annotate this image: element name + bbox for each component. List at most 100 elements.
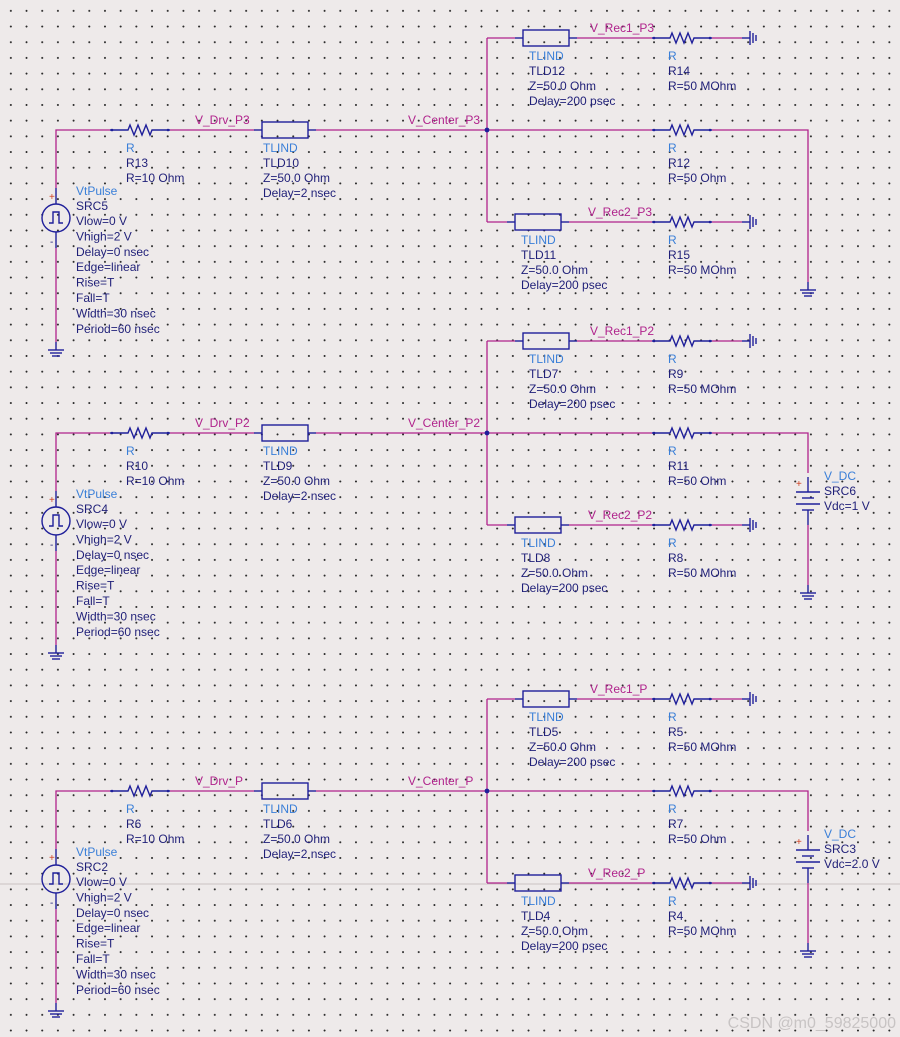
src-type: VtPulse xyxy=(76,184,118,198)
tldrv-param: Z=50.0 Ohm xyxy=(263,474,330,488)
r-rec2-value: R=50 MOhm xyxy=(668,263,736,277)
dc-type: V_DC xyxy=(824,827,856,841)
r-rec1-value: R=50 MOhm xyxy=(668,740,736,754)
net-label-rec1: V_Rec1_P3 xyxy=(590,21,654,35)
net-label-rec1: V_Rec1_P2 xyxy=(590,324,654,338)
tl-rec2-param: Z=50.0 Ohm xyxy=(521,924,588,938)
src-param: Vlow=0 V xyxy=(76,517,127,531)
tldrv-param: Delay=2 nsec xyxy=(263,186,336,200)
r-rec1-value: R=50 MOhm xyxy=(668,79,736,93)
resistor-rec2[interactable] xyxy=(652,215,712,229)
wire-source-to-rdrv[interactable] xyxy=(55,129,110,188)
tl-rec2-type: TLIND xyxy=(521,233,556,247)
ground-icon xyxy=(800,585,816,600)
resistor-rec2[interactable] xyxy=(652,518,712,532)
tline-rec1[interactable] xyxy=(515,29,577,47)
dc-source[interactable]: + xyxy=(796,477,820,525)
r-mid-type: R xyxy=(668,444,677,458)
tline-rec2[interactable] xyxy=(507,213,569,231)
src-param: Fall=T xyxy=(76,594,110,608)
tl-rec1-name: TLD7 xyxy=(529,367,559,381)
net-label-rec2: V_Rec2_P xyxy=(588,866,645,880)
r-rec2-type: R xyxy=(668,536,677,550)
ground-icon xyxy=(742,334,757,348)
tline-drv[interactable] xyxy=(254,424,316,442)
r-mid-type: R xyxy=(668,141,677,155)
r-mid-name: R7 xyxy=(668,817,684,831)
dc-source[interactable]: + xyxy=(796,835,820,883)
tl-rec1-type: TLIND xyxy=(529,710,564,724)
src-param: Rise=T xyxy=(76,937,115,951)
tldrv-param: Delay=2 nsec xyxy=(263,489,336,503)
r-rec2-value: R=50 MOhm xyxy=(668,566,736,580)
r-rec2-type: R xyxy=(668,894,677,908)
r-rec1-type: R xyxy=(668,49,677,63)
r-rec2-value: R=50 MOhm xyxy=(668,924,736,938)
dc-type: V_DC xyxy=(824,469,856,483)
tldrv-name: TLD9 xyxy=(263,459,293,473)
ground-icon xyxy=(742,518,757,532)
plus-sign-icon: + xyxy=(796,837,802,848)
wire-term-return[interactable] xyxy=(712,129,809,282)
rdrv-name: R10 xyxy=(126,459,148,473)
pulse-source[interactable]: +- xyxy=(41,491,71,551)
rdrv-value: R=10 Ohm xyxy=(126,832,184,846)
wire-source-to-rdrv[interactable] xyxy=(55,432,110,491)
wire-term-return[interactable] xyxy=(712,790,809,831)
src-param: Vlow=0 V xyxy=(76,214,127,228)
r-rec1-name: R5 xyxy=(668,725,684,739)
resistor-mid[interactable] xyxy=(652,426,712,440)
src-param: Edge=linear xyxy=(76,563,140,577)
wire-term-return[interactable] xyxy=(712,432,809,473)
resistor-rec2[interactable] xyxy=(652,876,712,890)
resistor-rec1[interactable] xyxy=(652,31,712,45)
tline-rec1[interactable] xyxy=(515,332,577,350)
plus-sign-icon: + xyxy=(49,192,55,203)
tline-drv[interactable] xyxy=(254,121,316,139)
tl-rec2-type: TLIND xyxy=(521,894,556,908)
tl-rec2-name: TLD11 xyxy=(521,248,556,262)
src-name: SRC5 xyxy=(76,199,108,213)
ground-icon xyxy=(800,943,816,958)
tline-rec2[interactable] xyxy=(507,874,569,892)
pulse-source[interactable]: +- xyxy=(41,188,71,248)
tline-rec1[interactable] xyxy=(515,690,577,708)
src-type: VtPulse xyxy=(76,845,118,859)
tldrv-type: TLIND xyxy=(263,141,298,155)
resistor-rec1[interactable] xyxy=(652,692,712,706)
minus-sign-icon: - xyxy=(50,540,53,551)
wire-source-to-rdrv[interactable] xyxy=(55,790,110,849)
r-mid-value: R=50 Ohm xyxy=(668,832,726,846)
resistor-mid[interactable] xyxy=(652,784,712,798)
r-rec1-type: R xyxy=(668,710,677,724)
r-rec2-name: R15 xyxy=(668,248,690,262)
resistor-mid[interactable] xyxy=(652,123,712,137)
tline-drv[interactable] xyxy=(254,782,316,800)
tline-rec2[interactable] xyxy=(507,516,569,534)
src-param: Vlow=0 V xyxy=(76,875,127,889)
resistor-drv[interactable] xyxy=(110,784,170,798)
r-mid-type: R xyxy=(668,802,677,816)
pulse-source[interactable]: +- xyxy=(41,849,71,909)
ground-icon xyxy=(742,215,757,229)
tl-rec1-param: Z=50.0 Ohm xyxy=(529,79,596,93)
resistor-drv[interactable] xyxy=(110,426,170,440)
tl-rec1-param: Delay=200 psec xyxy=(529,755,615,769)
resistor-rec1[interactable] xyxy=(652,334,712,348)
src-name: SRC4 xyxy=(76,502,108,516)
tl-rec1-type: TLIND xyxy=(529,352,564,366)
plus-sign-icon: + xyxy=(796,479,802,490)
tldrv-param: Z=50.0 Ohm xyxy=(263,171,330,185)
r-rec2-name: R8 xyxy=(668,551,684,565)
tl-rec2-name: TLD4 xyxy=(521,909,551,923)
net-label-center: V_Center_P3 xyxy=(408,113,480,127)
resistor-drv[interactable] xyxy=(110,123,170,137)
src-param: Delay=0 nsec xyxy=(76,906,149,920)
src-param: Period=60 nsec xyxy=(76,625,160,639)
src-param: Vhigh=2 V xyxy=(76,890,132,904)
tldrv-name: TLD10 xyxy=(263,156,299,170)
net-label-drv: V_Drv_P3 xyxy=(195,113,250,127)
